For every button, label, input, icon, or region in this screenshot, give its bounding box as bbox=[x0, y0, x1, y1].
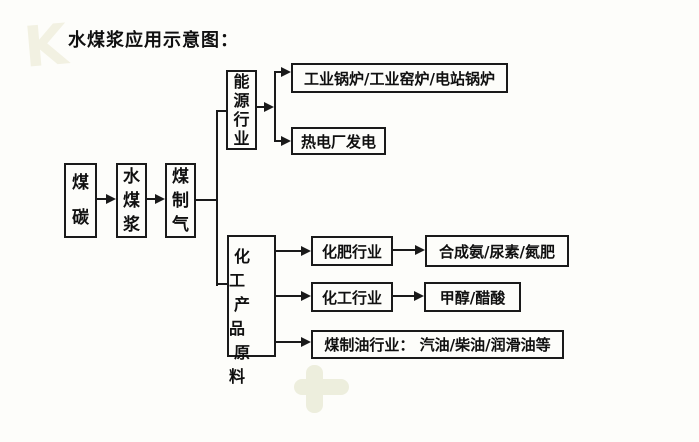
node-chemical-raw-material-line3: 原料 bbox=[229, 343, 256, 386]
node-methanol-acetic: 甲醇/醋酸 bbox=[424, 282, 521, 312]
node-ammonia-urea-label: 合成氨/尿素/氮肥 bbox=[439, 242, 555, 261]
node-energy-industry: 能源行业 bbox=[226, 70, 257, 150]
node-coal-to-oil-label: 煤制油行业： 汽油/柴油/润滑油等 bbox=[324, 336, 551, 354]
node-fertilizer-industry: 化肥行业 bbox=[311, 236, 393, 266]
node-industrial-boilers-label: 工业锅炉/工业窑炉/电站锅炉 bbox=[304, 69, 495, 88]
connector-gas-to-trunk bbox=[196, 199, 218, 201]
node-chemical-industry: 化工行业 bbox=[311, 282, 393, 312]
connector-chemical-to-coaltooil bbox=[276, 341, 302, 343]
node-chemical-raw-material-line1: 化工 bbox=[229, 247, 256, 290]
arrow-head bbox=[301, 291, 311, 301]
connector-coal-to-slurry bbox=[97, 198, 106, 200]
arrow-head bbox=[155, 194, 165, 204]
node-chemical-raw-material: 化工 产品 原料 bbox=[227, 235, 276, 386]
node-ammonia-urea: 合成氨/尿素/氮肥 bbox=[425, 235, 569, 267]
arrow-head bbox=[281, 136, 291, 146]
node-coal-water-slurry: 水煤浆 bbox=[116, 163, 147, 238]
node-coal-gas: 煤制气 bbox=[165, 163, 196, 238]
trunk-vertical-line bbox=[216, 110, 218, 286]
connector-slurry-to-gas bbox=[147, 198, 155, 200]
arrow-head bbox=[414, 291, 424, 301]
node-methanol-acetic-label: 甲醇/醋酸 bbox=[439, 288, 506, 307]
watermark-k-blob: K bbox=[21, 12, 71, 81]
connector-chemical-to-fertilizer bbox=[276, 250, 302, 252]
node-coal-label: 煤碳 bbox=[71, 172, 89, 228]
node-industrial-boilers: 工业锅炉/工业窑炉/电站锅炉 bbox=[291, 63, 508, 93]
arrow-head bbox=[301, 246, 311, 256]
connector-branch-to-thermal bbox=[276, 140, 282, 142]
node-coal-to-oil: 煤制油行业： 汽油/柴油/润滑油等 bbox=[311, 330, 564, 359]
node-chemical-raw-material-line2: 产品 bbox=[229, 295, 256, 338]
energy-branch-vertical-line bbox=[274, 71, 276, 142]
node-thermal-power-label: 热电厂发电 bbox=[300, 132, 376, 151]
node-coal: 煤碳 bbox=[64, 163, 97, 238]
node-thermal-power: 热电厂发电 bbox=[291, 127, 386, 155]
node-coal-gas-label: 煤制气 bbox=[171, 166, 189, 235]
connector-branch-to-boilers bbox=[276, 71, 282, 73]
connector-energy-to-branch bbox=[257, 106, 265, 108]
arrow-head bbox=[106, 194, 116, 204]
node-fertilizer-industry-label: 化肥行业 bbox=[321, 242, 382, 261]
page-title: 水煤浆应用示意图： bbox=[68, 30, 239, 51]
arrow-head bbox=[281, 67, 291, 77]
arrow-head bbox=[301, 337, 311, 347]
node-chemical-industry-label: 化工行业 bbox=[321, 288, 382, 307]
connector-trunk-to-chemical bbox=[216, 283, 227, 285]
watermark-cross-icon bbox=[294, 379, 349, 395]
connector-trunk-to-energy bbox=[216, 110, 226, 112]
connector-chemindustry-to-methanol bbox=[393, 295, 415, 297]
node-coal-water-slurry-label: 水煤浆 bbox=[122, 166, 140, 235]
arrow-head bbox=[415, 245, 425, 255]
node-energy-industry-label: 能源行业 bbox=[233, 72, 250, 148]
connector-fertilizer-to-ammonia bbox=[393, 249, 416, 251]
arrow-head bbox=[264, 102, 274, 112]
connector-chemical-to-chemindustry bbox=[276, 295, 302, 297]
